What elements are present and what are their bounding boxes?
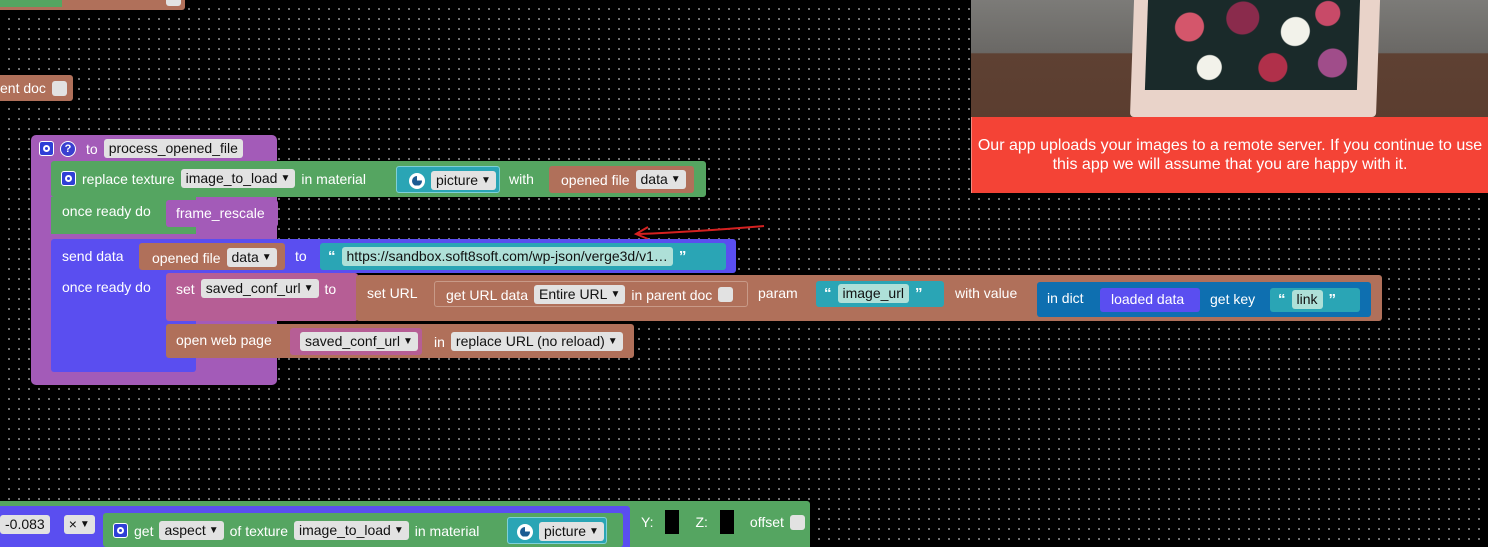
caret-down-icon: ▼ (280, 173, 291, 184)
frame-rescale-label: frame_rescale (176, 205, 265, 221)
caret-down-icon: ▼ (607, 336, 618, 347)
top-fragment-block[interactable] (0, 0, 185, 10)
to-label: to (295, 248, 307, 264)
param-string-block[interactable]: “ image_url ” (816, 281, 944, 307)
set-url-label: set URL (367, 285, 418, 301)
gear-icon[interactable] (61, 171, 76, 186)
quote-icon: “ (328, 248, 336, 265)
key-string-block[interactable]: “ link ” (1270, 288, 1360, 312)
cookie-notice-text: Our app uploads your images to a remote … (977, 137, 1483, 173)
dict-variable-block[interactable]: loaded data (1100, 288, 1200, 312)
help-icon[interactable]: ? (60, 140, 76, 157)
get-url-data-block[interactable]: get URL data Entire URL▼ in parent doc (434, 281, 748, 307)
material-block[interactable]: picture▼ (396, 166, 500, 193)
operator-dropdown[interactable]: ×▼ (63, 515, 95, 534)
parent-doc-label: ent doc (0, 80, 46, 96)
frame-rescale-block[interactable]: frame_rescale (166, 200, 278, 227)
opened-file-label: opened file (561, 171, 630, 188)
opened-file-block[interactable]: opened file data▼ (549, 166, 694, 193)
y-input-slot[interactable] (665, 510, 680, 534)
gear-icon[interactable] (113, 523, 128, 538)
to-label: to (324, 280, 337, 297)
parent-doc-fragment[interactable]: ent doc (0, 75, 73, 101)
number-field[interactable]: -0.083 (0, 515, 50, 534)
open-mode-dropdown[interactable]: replace URL (no reload)▼ (450, 332, 623, 351)
globe-icon (409, 172, 425, 189)
z-label: Z: (695, 514, 708, 530)
opened-file-block[interactable]: opened file data▼ (139, 243, 285, 270)
material-dropdown[interactable]: picture▼ (431, 171, 496, 190)
caret-down-icon: ▼ (208, 525, 219, 536)
with-label: with (509, 171, 534, 187)
once-ready-label: once ready do (62, 279, 151, 295)
caret-down-icon: ▼ (303, 283, 314, 294)
set-label: set (176, 280, 195, 297)
dict-variable-label: loaded data (1111, 291, 1185, 307)
variable-dropdown[interactable]: saved_conf_url▼ (200, 279, 319, 298)
parent-doc-checkbox[interactable] (51, 80, 67, 96)
picture-frame (1129, 0, 1381, 117)
key-field[interactable]: link (1291, 290, 1323, 309)
url-mode-dropdown[interactable]: Entire URL▼ (533, 285, 626, 304)
caret-down-icon: ▼ (261, 252, 272, 263)
param-field[interactable]: image_url (837, 284, 909, 303)
function-keyword: to (86, 140, 98, 157)
cookie-notice[interactable]: Our app uploads your images to a remote … (971, 117, 1488, 193)
parent-doc-checkbox[interactable] (718, 287, 734, 302)
z-input-slot[interactable] (719, 510, 734, 534)
globe-icon (517, 523, 533, 540)
get-key-label: get key (1210, 291, 1256, 307)
caret-down-icon: ▼ (402, 336, 413, 347)
in-material-label: in material (301, 170, 366, 187)
material-dropdown[interactable]: picture▼ (539, 522, 604, 541)
variable-get-block[interactable]: saved_conf_url▼ (290, 328, 422, 355)
opened-file-label: opened file (152, 249, 221, 266)
open-web-page-label: open web page (176, 332, 272, 348)
quote-icon: ” (1328, 291, 1337, 308)
app-preview (971, 0, 1488, 117)
function-name-field[interactable]: process_opened_file (103, 139, 243, 158)
with-value-label: with value (955, 285, 1018, 301)
caret-down-icon: ▼ (79, 519, 90, 530)
gear-icon[interactable] (39, 141, 54, 156)
in-parent-doc-label: in parent doc (631, 286, 713, 303)
property-dropdown[interactable]: aspect▼ (159, 521, 224, 540)
y-label: Y: (641, 514, 654, 530)
quote-icon: “ (824, 285, 832, 302)
variable-dropdown[interactable]: saved_conf_url▼ (300, 332, 418, 351)
arrow-icon (633, 225, 765, 240)
texture-dropdown[interactable]: image_to_load▼ (180, 169, 296, 188)
texture-dropdown[interactable]: image_to_load▼ (294, 521, 409, 540)
once-ready-label: once ready do (62, 203, 151, 219)
quote-icon: “ (1278, 291, 1286, 308)
url-field[interactable]: https://sandbox.soft8soft.com/wp-json/ve… (341, 247, 673, 266)
get-url-data-label: get URL data (446, 286, 528, 303)
caret-down-icon: ▼ (589, 526, 599, 537)
quote-icon: ” (914, 285, 923, 302)
data-dropdown[interactable]: data▼ (226, 248, 277, 267)
param-label: param (758, 285, 798, 301)
data-dropdown[interactable]: data▼ (635, 170, 686, 189)
material-block[interactable]: picture▼ (507, 517, 607, 544)
replace-texture-label: replace texture (82, 170, 175, 187)
in-dict-label: in dict (1047, 290, 1084, 306)
send-data-label: send data (62, 248, 124, 264)
caret-down-icon: ▼ (670, 174, 681, 185)
in-label: in (434, 333, 445, 350)
quote-icon: ” (678, 248, 687, 265)
of-texture-label: of texture (229, 522, 288, 539)
caret-down-icon: ▼ (610, 289, 621, 300)
url-string-block[interactable]: “ https://sandbox.soft8soft.com/wp-json/… (320, 243, 726, 270)
in-material-label: in material (414, 522, 480, 539)
caret-down-icon: ▼ (481, 175, 491, 186)
offset-label: offset (749, 514, 784, 530)
caret-down-icon: ▼ (393, 525, 404, 536)
flower-picture (1144, 0, 1361, 90)
offset-checkbox[interactable] (789, 514, 805, 530)
get-label: get (134, 522, 154, 539)
